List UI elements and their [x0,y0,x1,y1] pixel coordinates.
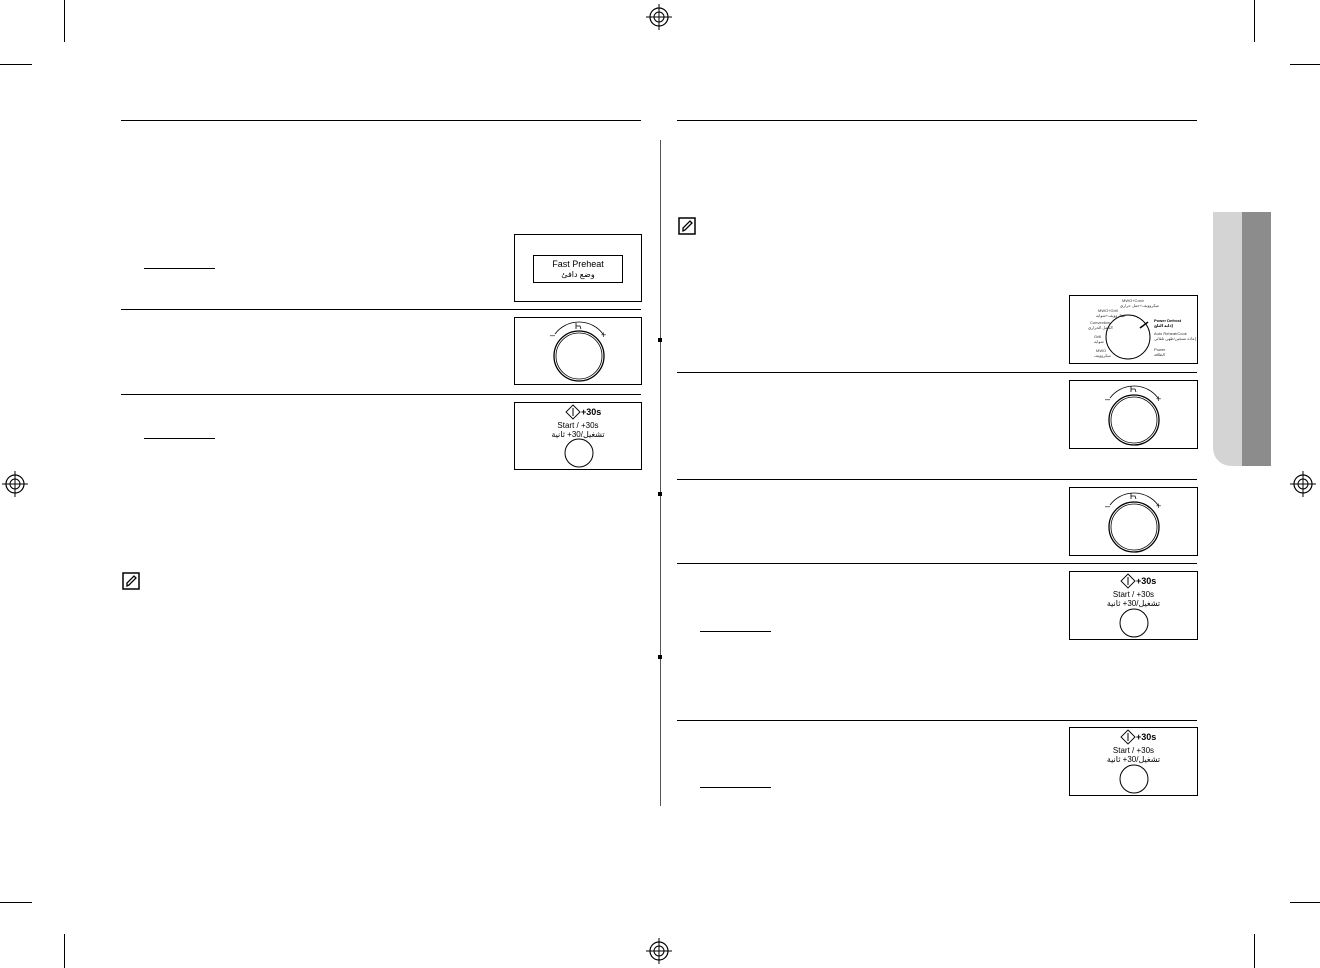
start-label-ar: تشغيل/30+ ثانية [1106,599,1161,608]
dial-label: Auto Reheat/Cook [1154,331,1187,336]
start-plus30-label: +30s [1136,732,1157,742]
crop-mark [64,0,65,42]
side-tab-light [1213,212,1242,466]
crop-mark [0,902,32,903]
rotary-knob-illustration: – + [514,317,642,385]
registration-mark-icon [646,938,672,964]
crop-mark [1254,0,1255,42]
dial-label: ميكروويف [1094,353,1111,358]
dial-label: شواية [1094,339,1104,344]
rotary-knob-illustration: – + [1069,487,1198,556]
knob-plus: + [1156,501,1162,511]
column-divider [660,140,661,806]
start-plus30-label: +30s [581,407,602,417]
start-label-ar: تشغيل/30+ ثانية [551,430,605,439]
display-line-2: وضع دافئ [561,270,595,279]
divider-tick [658,338,662,342]
dial-label: Convection [1090,320,1111,325]
dial-label-selected: Power Defrost [1154,318,1182,323]
start-diamond-icon [1119,573,1149,638]
registration-mark-icon [1290,471,1316,497]
dial-label: الطاقة [1154,352,1165,357]
note-icon [122,572,140,590]
start-label-en: Start / +30s [557,421,599,430]
dial-label: MWO+Grill [1098,308,1118,313]
step-separator [121,309,641,310]
header-rule [677,120,1197,121]
divider-tick [658,655,662,659]
step-separator [677,563,1197,564]
crop-mark [0,64,32,65]
step-underline [144,268,215,269]
crop-mark [1290,902,1320,903]
knob-minus: – [1105,501,1111,511]
start-label-ar: تشغيل/30+ ثانية [1106,755,1161,764]
step-underline [700,631,771,632]
dial-label: إذابة الثلج [1154,323,1173,328]
start-plus30-label: +30s [1136,576,1157,586]
dial-label: Power [1154,347,1166,352]
start-button-illustration: +30s Start / +30s تشغيل/30+ ثانية [514,402,642,470]
registration-mark-icon [2,471,28,497]
display-panel-illustration: Fast Preheat وضع دافئ [514,234,642,302]
step-separator [677,372,1197,373]
crop-mark [64,934,65,968]
knob-minus: – [1105,394,1111,404]
registration-mark-icon [646,4,672,30]
dial-label: ميكروويف+حمل حراري [1120,303,1159,308]
step-underline [700,787,771,788]
dial-label: MWO+Conv [1122,298,1144,303]
knob-minus: – [550,330,556,340]
dial-label: إعادة تسخين/طهي تلقائي [1154,336,1196,341]
step-separator [677,479,1197,480]
rotary-knob-icon [1108,492,1160,553]
dial-label: Grill [1094,334,1102,339]
rotary-knob-icon [1108,385,1160,446]
start-diamond-icon [1119,729,1149,794]
mode-dial-illustration: MWO+Conv ميكروويف+حمل حراري MWO+Grill مي… [1069,295,1198,364]
start-diamond-icon [564,404,594,468]
dial-label: ميكروويف+شواية [1096,313,1126,318]
start-label-en: Start / +30s [1112,746,1155,755]
crop-mark [1254,934,1255,968]
display-screen: Fast Preheat وضع دافئ [533,255,623,283]
crop-mark [1290,64,1320,65]
side-tab-dark [1242,212,1271,466]
step-underline [144,438,215,439]
knob-plus: + [601,330,607,340]
knob-plus: + [1156,394,1162,404]
dial-label: الحمل الحراري [1088,325,1113,330]
mode-dial-icon [1105,314,1151,360]
divider-tick [658,492,662,496]
start-label-en: Start / +30s [1112,590,1155,599]
start-button-illustration: +30s Start / +30s تشغيل/30+ ثانية [1069,571,1198,640]
dial-label: MWO [1096,348,1107,353]
step-separator [121,394,641,395]
start-button-illustration: +30s Start / +30s تشغيل/30+ ثانية [1069,727,1198,796]
display-line-1: Fast Preheat [552,259,604,269]
note-icon [678,217,696,235]
chapter-side-tab [1213,212,1271,466]
rotary-knob-illustration: – + [1069,380,1198,449]
header-rule [121,120,641,121]
step-separator [677,720,1197,721]
rotary-knob-icon [553,321,605,382]
